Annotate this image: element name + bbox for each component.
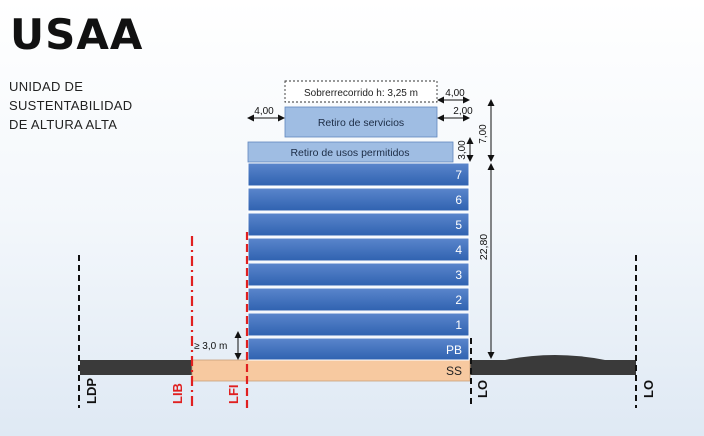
floor-stack: 7 6 5 4 3 2 1 PB: [247, 162, 470, 361]
floor-label-5: 5: [455, 218, 462, 232]
ldp-label: LDP: [84, 378, 99, 404]
subtitle-line-2: SUSTENTABILIDAD: [9, 98, 133, 113]
basement-block: [191, 359, 471, 382]
retiro-servicios-label: Retiro de servicios: [318, 117, 404, 129]
dim-main-height-value: 22,80: [478, 234, 490, 260]
dim-sobrerrecorrido-value: 4,00: [445, 88, 465, 99]
floor-label-4: 4: [455, 243, 462, 257]
basement-label: SS: [446, 364, 462, 378]
lo-right-label: LO: [641, 380, 656, 398]
floor-label-6: 6: [455, 193, 462, 207]
retiro-usos-label: Retiro de usos permitidos: [290, 147, 409, 159]
floor-label-pb: PB: [446, 343, 462, 357]
lfi-label: LFI: [226, 385, 241, 405]
dim-servicios-right-value: 2,00: [453, 106, 473, 117]
ground-band-left: [80, 360, 192, 375]
sobrerrecorrido-label: Sobrerrecorrido h: 3,25 m: [304, 88, 418, 99]
lib-label: LIB: [170, 383, 185, 404]
sobrerrecorrido-box: [284, 80, 438, 103]
lo-center-label: LO: [475, 380, 490, 398]
floor-label-1: 1: [455, 318, 462, 332]
floor-pb: [247, 337, 470, 361]
retiro-servicios-block: [284, 106, 438, 138]
dim-min-gap-value: ≥ 3,0 m: [194, 341, 227, 352]
ground-band-right: [470, 360, 636, 375]
floor-label-7: 7: [455, 168, 462, 182]
app-title: USAA: [10, 10, 144, 59]
floor-1: [247, 312, 470, 337]
dim-upper-total-value: 7,00: [478, 124, 489, 144]
floor-6: [247, 187, 470, 212]
retiro-usos-block: [247, 141, 454, 163]
floor-7: [247, 162, 470, 187]
floor-4: [247, 237, 470, 262]
floor-3: [247, 262, 470, 287]
floor-label-3: 3: [455, 268, 462, 282]
road-crown: [505, 355, 605, 360]
floor-label-2: 2: [455, 293, 462, 307]
dim-usos-height-value: 3,00: [457, 140, 468, 160]
floor-5: [247, 212, 470, 237]
subtitle-line-1: UNIDAD DE: [9, 79, 84, 94]
floor-2: [247, 287, 470, 312]
dim-servicios-left-value: 4,00: [254, 106, 274, 117]
subtitle-line-3: DE ALTURA ALTA: [9, 117, 118, 132]
